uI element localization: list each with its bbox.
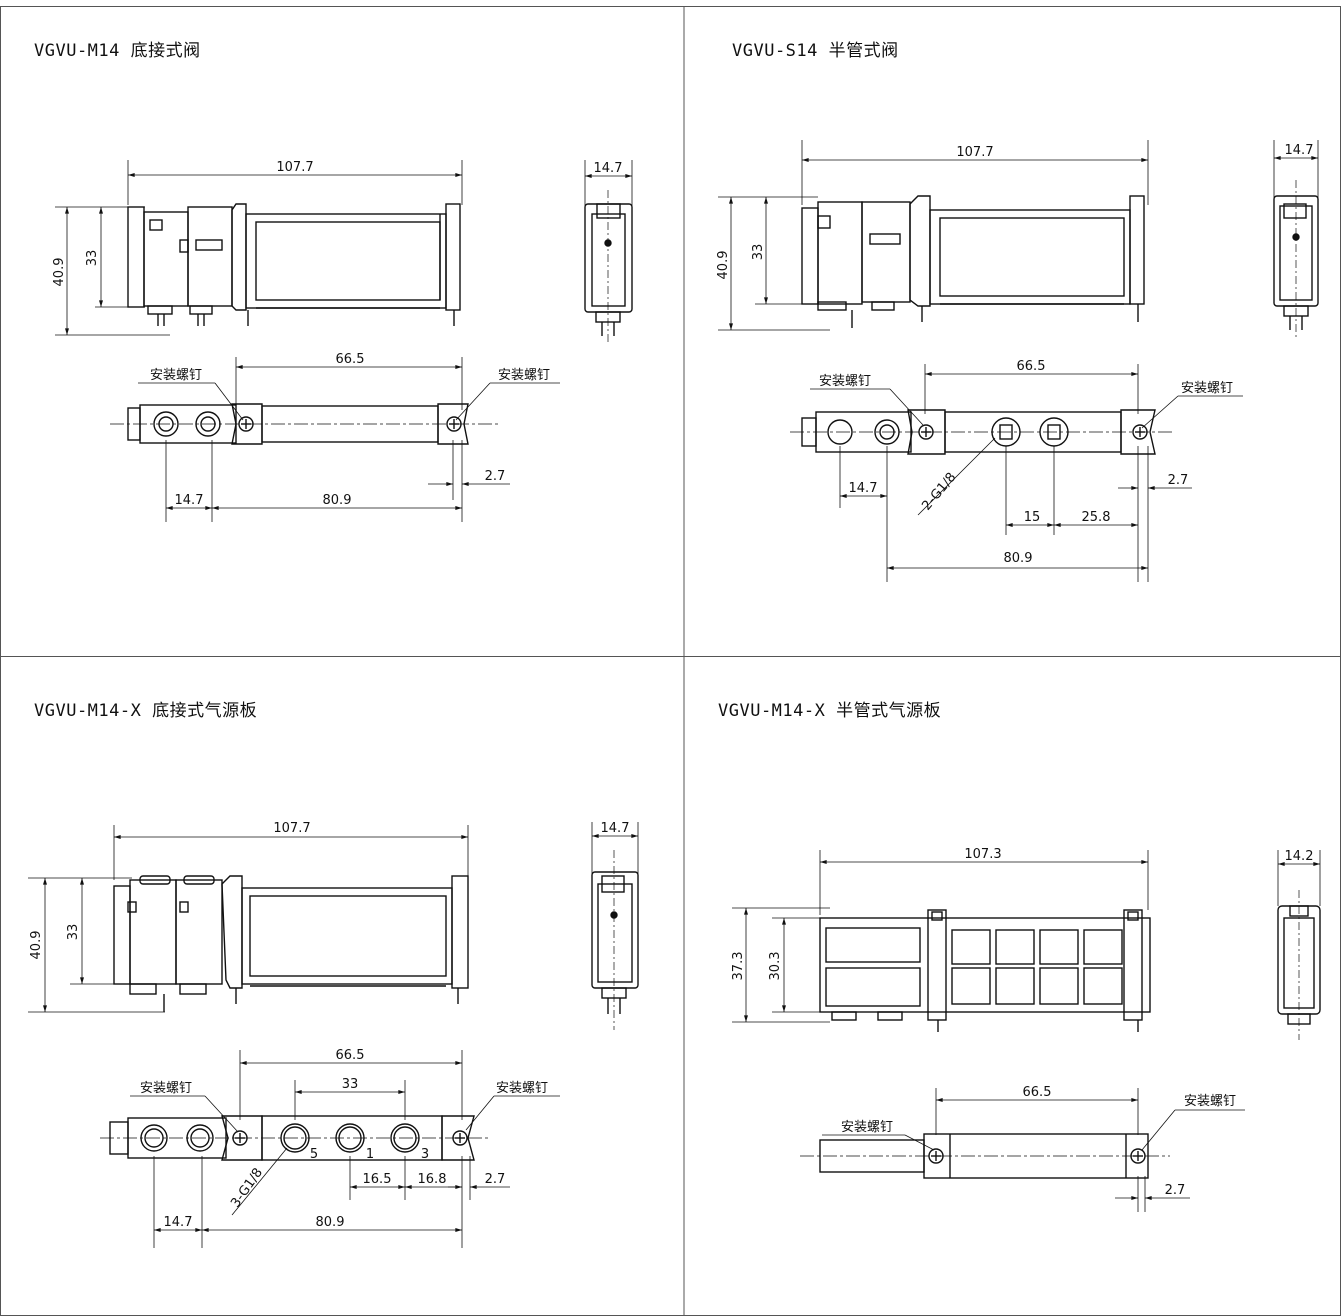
dim-span: 66.5 xyxy=(336,1048,365,1063)
dim-width: 107.3 xyxy=(964,847,1001,862)
side-view xyxy=(718,140,1149,331)
label-screw-left: 安装螺钉 xyxy=(841,1120,893,1135)
dim-height-total: 40.9 xyxy=(716,251,731,280)
end-view xyxy=(1273,140,1319,340)
label-screw-right: 安装螺钉 xyxy=(1181,381,1233,396)
dim-end-width: 14.7 xyxy=(594,161,623,176)
label-screw-right: 安装螺钉 xyxy=(496,1081,548,1096)
dim-length: 80.9 xyxy=(316,1215,345,1230)
dim-length: 80.9 xyxy=(323,493,352,508)
dim-height-body: 33 xyxy=(66,924,81,941)
dim-end-width: 14.7 xyxy=(601,821,630,836)
panel-title: VGVU-S14 半管式阀 xyxy=(732,41,899,61)
label-screw-right: 安装螺钉 xyxy=(498,368,550,383)
dim-inner: 33 xyxy=(342,1077,359,1092)
port-5: 5 xyxy=(310,1147,318,1162)
dim-height-body: 30.3 xyxy=(768,952,783,981)
dim-25-8: 25.8 xyxy=(1082,510,1111,525)
bottom-view xyxy=(110,357,560,522)
label-screw-left: 安装螺钉 xyxy=(150,368,202,383)
label-port: 2-G1/8 xyxy=(919,470,959,514)
dim-length: 80.9 xyxy=(1004,551,1033,566)
end-view xyxy=(1277,850,1321,1040)
dim-span: 66.5 xyxy=(1017,359,1046,374)
panel-title: VGVU-M14 底接式阀 xyxy=(34,41,201,61)
dim-width: 107.7 xyxy=(276,160,313,175)
sheet-frame xyxy=(0,6,1341,1316)
port-3: 3 xyxy=(421,1147,429,1162)
side-view xyxy=(732,850,1151,1032)
dim-pitch: 14.7 xyxy=(175,493,204,508)
label-screw-left: 安装螺钉 xyxy=(140,1081,192,1096)
dim-pitch: 14.7 xyxy=(164,1215,193,1230)
dim-height-total: 40.9 xyxy=(52,258,67,287)
dim-16-5: 16.5 xyxy=(363,1172,392,1187)
bottom-view xyxy=(790,364,1243,582)
bottom-view xyxy=(800,1088,1245,1212)
end-view xyxy=(584,160,633,345)
side-view xyxy=(28,825,469,1013)
panel-m14x-base xyxy=(28,822,639,1248)
dim-width: 107.7 xyxy=(273,821,310,836)
dim-height-total: 40.9 xyxy=(29,931,44,960)
panel-s14 xyxy=(718,140,1319,582)
panel-m14x-half xyxy=(732,850,1321,1212)
panel-title: VGVU-M14-X 底接式气源板 xyxy=(34,701,258,721)
dim-height-body: 33 xyxy=(751,244,766,261)
dim-end-width: 14.2 xyxy=(1285,849,1314,864)
dim-span: 66.5 xyxy=(336,352,365,367)
dim-offset: 2.7 xyxy=(485,1172,506,1187)
dim-offset: 2.7 xyxy=(1168,473,1189,488)
dim-end-width: 14.7 xyxy=(1285,143,1314,158)
end-view xyxy=(591,822,639,1030)
dim-height-body: 33 xyxy=(85,250,100,267)
dim-width: 107.7 xyxy=(956,145,993,160)
dim-15: 15 xyxy=(1024,510,1041,525)
side-view xyxy=(55,160,463,336)
port-1: 1 xyxy=(366,1147,374,1162)
dim-height-total: 37.3 xyxy=(731,952,746,981)
panel-title: VGVU-M14-X 半管式气源板 xyxy=(718,701,942,721)
dim-pitch: 14.7 xyxy=(849,481,878,496)
dim-offset: 2.7 xyxy=(1165,1183,1186,1198)
dim-span: 66.5 xyxy=(1023,1085,1052,1100)
bottom-view xyxy=(100,1050,560,1248)
dim-16-8: 16.8 xyxy=(418,1172,447,1187)
label-screw-left: 安装螺钉 xyxy=(819,374,871,389)
label-screw-right: 安装螺钉 xyxy=(1184,1094,1236,1109)
label-port: 3-G1/8 xyxy=(228,1165,266,1210)
dim-offset: 2.7 xyxy=(485,469,506,484)
panel-m14 xyxy=(55,160,633,522)
